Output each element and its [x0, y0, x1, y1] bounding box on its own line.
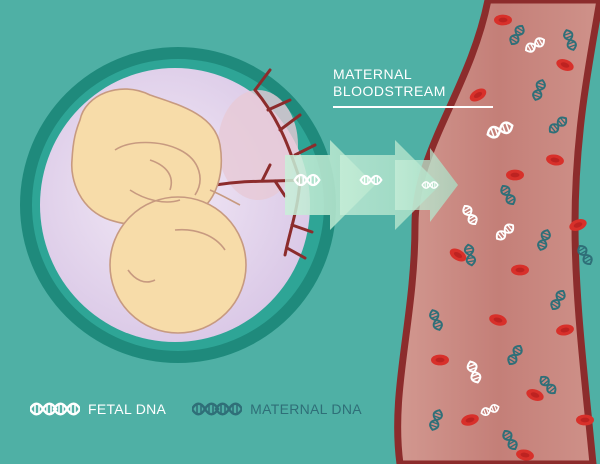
- red-blood-cell: [511, 264, 529, 276]
- legend-label: FETAL DNA: [88, 401, 167, 417]
- caption-line-1: MATERNAL: [333, 66, 413, 82]
- red-blood-cell: [431, 354, 449, 366]
- red-blood-cell: [576, 414, 594, 426]
- dna-helix-icon: [30, 402, 80, 416]
- dna-helix-icon: [192, 402, 243, 416]
- fetus: [70, 88, 247, 334]
- legend-item-maternal-dna: MATERNAL DNA: [192, 399, 362, 419]
- legend-item-fetal-dna: FETAL DNA: [30, 399, 166, 419]
- red-blood-cell: [506, 169, 524, 181]
- transfer-arrows: [285, 140, 458, 230]
- red-blood-cell: [494, 14, 512, 26]
- maternal-bloodstream-label: MATERNAL BLOODSTREAM: [333, 66, 446, 100]
- legend-label: MATERNAL DNA: [250, 401, 362, 417]
- caption-underline: [333, 106, 493, 108]
- legend: FETAL DNA MATERNAL DNA: [30, 398, 388, 420]
- caption-line-2: BLOODSTREAM: [333, 83, 446, 99]
